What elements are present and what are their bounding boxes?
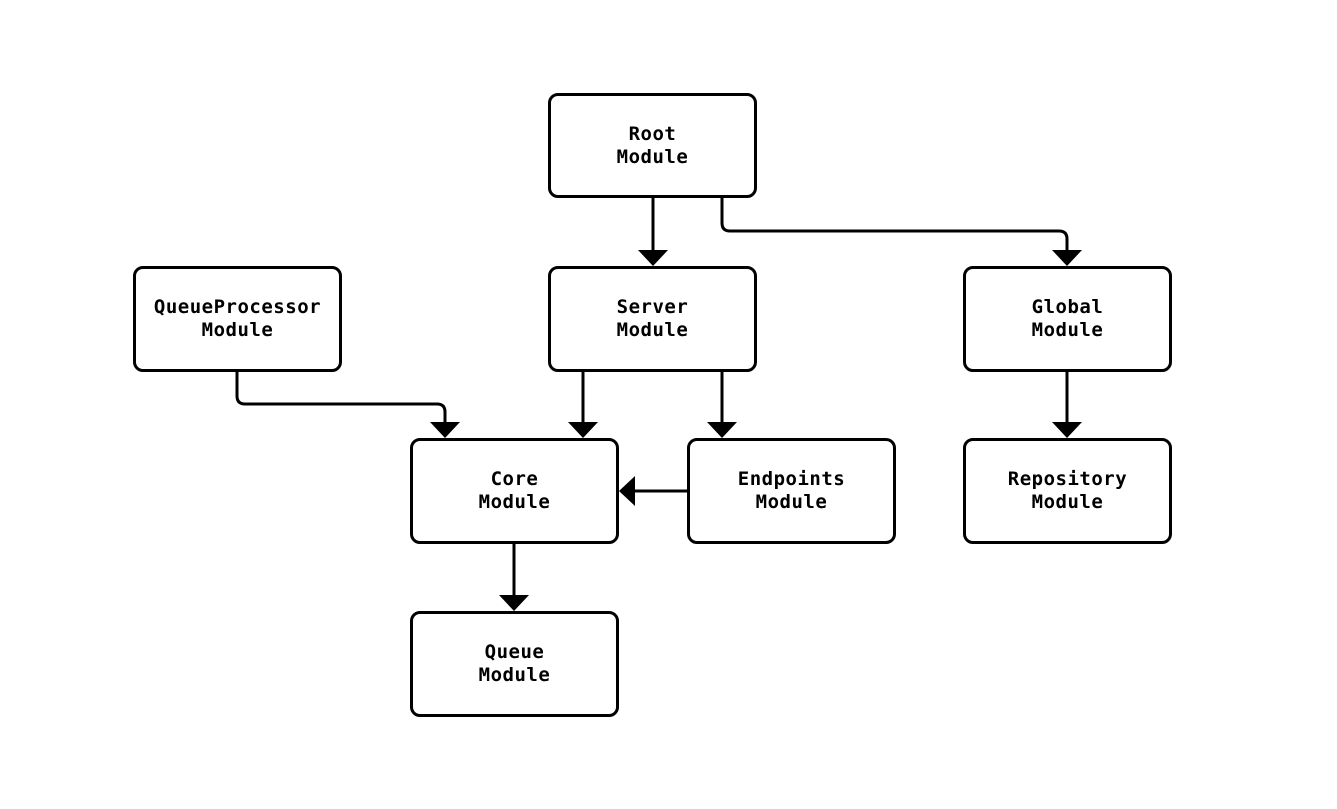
node-endpoints-module-label: Endpoints Module <box>737 468 846 513</box>
node-queueprocessor-module-label: QueueProcessor Module <box>153 296 322 341</box>
edge-queueprocessor-to-core <box>235 372 460 438</box>
node-queue-module: Queue Module <box>410 611 619 717</box>
edge-endpoints-to-core <box>619 476 687 506</box>
node-endpoints-module: Endpoints Module <box>687 438 896 544</box>
node-repository-module: Repository Module <box>963 438 1172 544</box>
node-server-module-label: Server Module <box>616 296 689 341</box>
edge-global-to-repository <box>1052 372 1082 438</box>
edge-root-to-global <box>720 198 1082 266</box>
node-global-module-label: Global Module <box>1031 296 1104 341</box>
edge-core-to-queue <box>499 544 529 611</box>
edge-server-to-endpoints <box>707 372 737 438</box>
node-core-module: Core Module <box>410 438 619 544</box>
node-root-module-label: Root Module <box>616 122 689 168</box>
node-core-module-label: Core Module <box>478 468 551 513</box>
node-queueprocessor-module: QueueProcessor Module <box>133 266 342 372</box>
node-queue-module-label: Queue Module <box>478 641 551 686</box>
edge-root-to-server <box>638 198 668 266</box>
node-root-module: Root Module <box>548 93 757 198</box>
edge-server-to-core <box>568 372 598 438</box>
node-repository-module-label: Repository Module <box>1007 468 1128 513</box>
node-global-module: Global Module <box>963 266 1172 372</box>
node-server-module: Server Module <box>548 266 757 372</box>
